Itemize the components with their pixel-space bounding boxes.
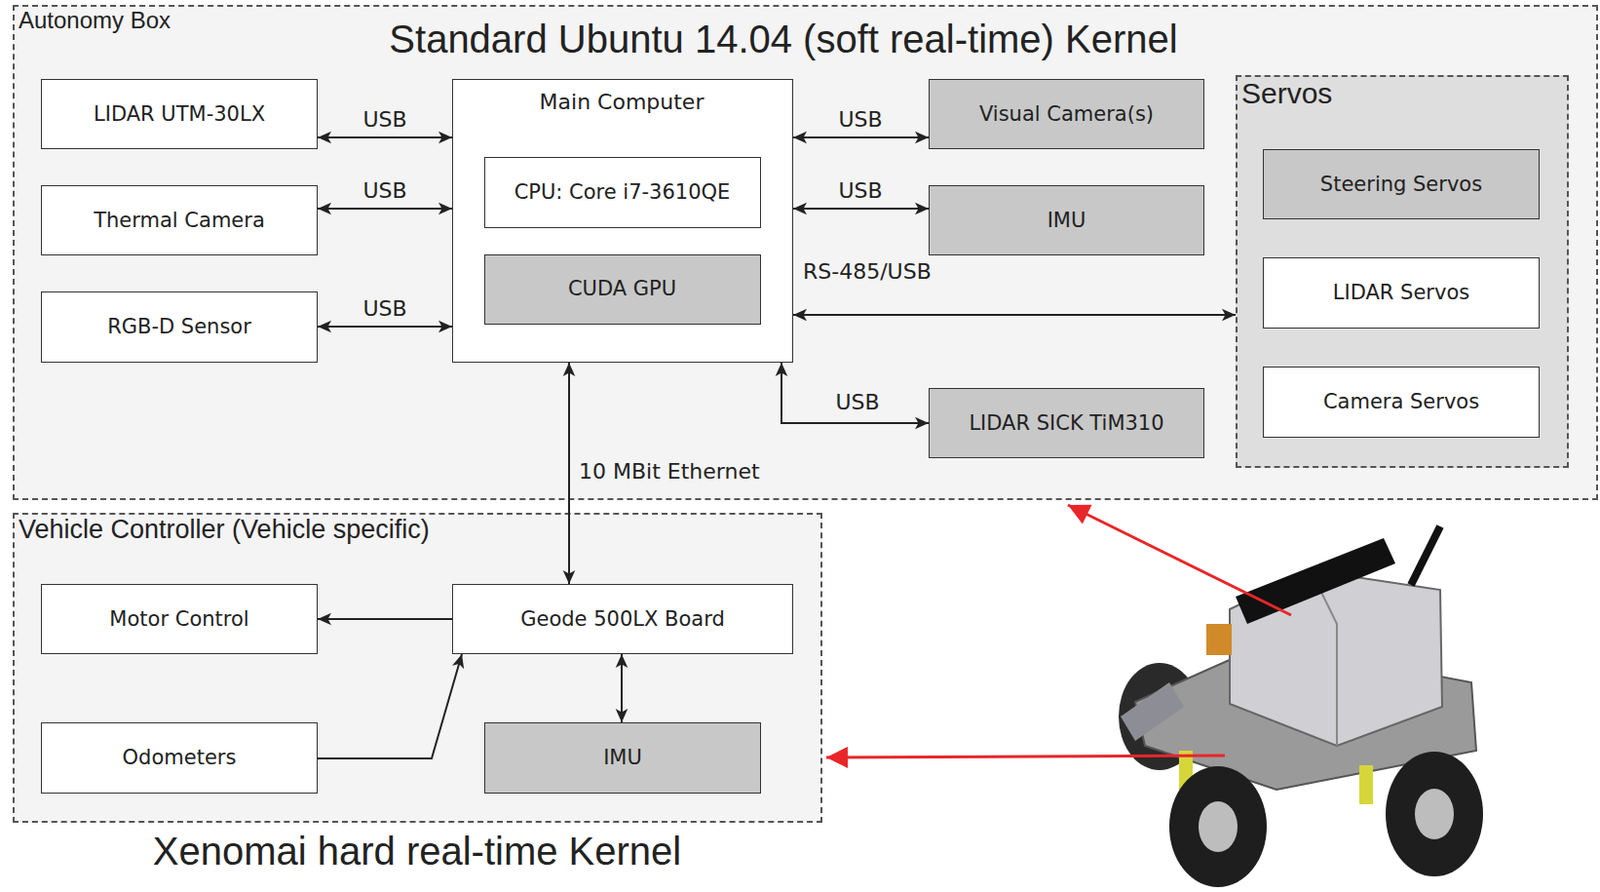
sensor-box: Odometers	[40, 722, 318, 794]
box-label: Steering Servos	[1320, 172, 1483, 196]
group-heading: Autonomy Box	[18, 6, 171, 35]
box-label: Visual Camera(s)	[979, 102, 1154, 126]
controller-box: Geode 500LX Board	[452, 583, 794, 654]
lidar-head	[1206, 623, 1232, 655]
component-box: CPU: Core i7-3610QE	[484, 156, 762, 229]
connector	[781, 362, 929, 423]
connector	[793, 136, 929, 139]
connector	[620, 653, 623, 723]
connector	[317, 207, 453, 210]
connector	[568, 362, 571, 584]
box-label: RGB-D Sensor	[107, 314, 252, 339]
connector	[317, 136, 453, 139]
group-heading: Servos	[1241, 76, 1333, 112]
controller-group: Vehicle Controller (Vehicle specific)Xen…	[12, 512, 823, 823]
wheel-hub	[1198, 800, 1238, 852]
spring	[1359, 764, 1373, 804]
box-label: IMU	[603, 745, 643, 769]
connection-label: 10 MBit Ethernet	[578, 458, 761, 484]
wheel-hub	[1414, 788, 1454, 839]
box-label: Thermal Camera	[93, 208, 266, 232]
computer-box: Main ComputerCPU: Core i7-3610QE CUDA GPU	[452, 78, 794, 363]
connection-label: USB	[838, 178, 882, 203]
connector	[317, 653, 462, 759]
sensor-box: LIDAR UTM-30LX	[40, 78, 318, 150]
kernel-heading: Xenomai hard real-time Kernel	[152, 828, 682, 874]
servo-box: Steering Servos	[1262, 149, 1540, 220]
pointer-arrow	[1067, 504, 1292, 615]
wheel	[1385, 751, 1484, 877]
box-label: Camera Servos	[1323, 389, 1480, 414]
connector	[317, 325, 453, 328]
shell-edge	[1310, 570, 1337, 746]
box-label: Motor Control	[109, 607, 249, 631]
box-label: CPU: Core i7-3610QE	[514, 180, 731, 204]
box-label: LIDAR Servos	[1333, 280, 1470, 305]
rgbd-sensor-bar	[1235, 537, 1396, 624]
connector	[317, 617, 453, 620]
box-label: LIDAR UTM-30LX	[93, 102, 266, 126]
sensor-box: RGB-D Sensor	[40, 291, 318, 363]
box-label: Main Computer	[539, 89, 705, 115]
connection-label: USB	[362, 296, 407, 321]
component-box: CUDA GPU	[484, 254, 762, 325]
connection-label: USB	[838, 107, 882, 132]
bumper	[1120, 682, 1184, 741]
box-label: Odometers	[122, 745, 237, 769]
sensor-box: Visual Camera(s)	[928, 78, 1205, 150]
connector	[793, 207, 929, 210]
group-heading: Vehicle Controller (Vehicle specific)	[18, 514, 430, 545]
system-group: Autonomy Box Standard Ubuntu 14.04 (soft …	[12, 4, 1599, 500]
sensor-box: IMU	[928, 185, 1205, 256]
box-label: CUDA GPU	[568, 276, 677, 301]
box-label: Geode 500LX Board	[520, 607, 725, 631]
connection-label: USB	[362, 107, 407, 132]
servo-group: ServosSteering ServosLIDAR ServosCamera …	[1235, 75, 1569, 468]
sensor-box: IMU	[484, 722, 762, 794]
wheel	[1169, 765, 1267, 887]
sensor-box: Thermal Camera	[40, 185, 318, 256]
box-label: LIDAR SICK TiM310	[968, 411, 1164, 435]
connection-label: USB	[835, 389, 879, 415]
kernel-heading: Standard Ubuntu 14.04 (soft real-time) K…	[388, 16, 1178, 62]
servo-box: LIDAR Servos	[1262, 257, 1540, 329]
pointer-arrow	[826, 755, 1225, 758]
connection-label: USB	[362, 178, 407, 203]
robot-picture	[1118, 526, 1484, 887]
sensor-box: LIDAR SICK TiM310	[928, 387, 1205, 458]
connection-label: RS-485/USB	[802, 259, 932, 284]
box-label: IMU	[1047, 208, 1087, 232]
connector	[793, 313, 1236, 316]
antenna	[1410, 526, 1441, 585]
servo-box: Camera Servos	[1262, 366, 1540, 438]
controller-box: Motor Control	[40, 583, 318, 654]
